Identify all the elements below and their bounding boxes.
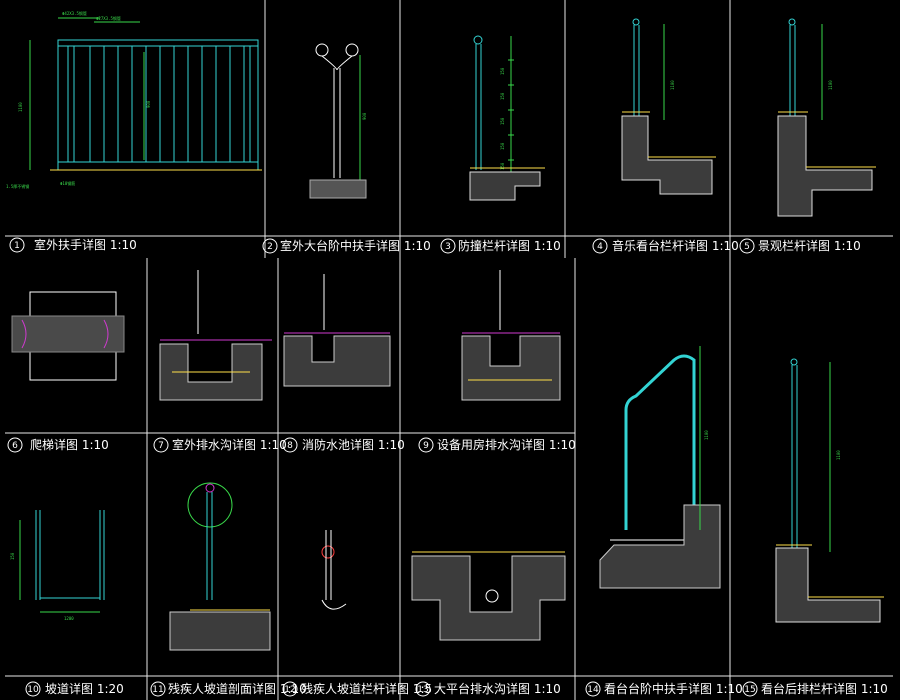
svg-text:150: 150 <box>500 117 505 125</box>
detail-4-bleacher-railing: 1100 <box>621 18 716 195</box>
svg-text:150: 150 <box>500 92 505 100</box>
caption-7: 7 室外排水沟详图 1:10 <box>153 437 287 453</box>
detail-11-accessible-ramp-section <box>169 482 271 651</box>
svg-text:900: 900 <box>146 100 151 108</box>
svg-text:设备用房排水沟详图 1:10: 设备用房排水沟详图 1:10 <box>437 437 576 452</box>
svg-text:1100: 1100 <box>18 102 23 112</box>
svg-text:10: 10 <box>27 685 39 695</box>
caption-12: 12 残疾人坡道栏杆详图 1:5 <box>282 681 432 697</box>
svg-text:15: 15 <box>744 685 755 695</box>
caption-4: 4 音乐看台栏杆详图 1:10 <box>592 238 739 254</box>
svg-text:音乐看台栏杆详图 1:10: 音乐看台栏杆详图 1:10 <box>612 238 739 253</box>
detail-8-fire-pool <box>283 274 391 387</box>
caption-1: 1 室外扶手详图 1:10 <box>9 237 137 253</box>
detail-14-bleacher-step-handrail: 1100 <box>599 346 721 589</box>
detail-12-accessible-ramp-railing <box>321 530 347 610</box>
svg-text:1: 1 <box>14 241 20 251</box>
svg-text:8: 8 <box>287 441 293 451</box>
svg-text:1100: 1100 <box>836 450 841 460</box>
caption-3: 3 防撞栏杆详图 1:10 <box>440 238 561 254</box>
svg-text:150: 150 <box>10 552 15 560</box>
svg-text:Φ27X3.5钢管: Φ27X3.5钢管 <box>96 15 121 21</box>
detail-15-rear-bleacher-railing: 1100 <box>775 358 884 623</box>
caption-13: 13 大平台排水沟详图 1:10 <box>415 681 561 697</box>
svg-text:4: 4 <box>597 242 603 252</box>
svg-text:坡道详图 1:20: 坡道详图 1:20 <box>45 681 124 696</box>
caption-5: 5 景观栏杆详图 1:10 <box>739 238 861 254</box>
svg-text:14: 14 <box>587 685 599 695</box>
svg-text:150: 150 <box>500 142 505 150</box>
detail-3-barrier-railing: 150 150 150 150 150 <box>469 35 545 201</box>
svg-text:900: 900 <box>362 112 367 120</box>
caption-14: 14 看台台阶中扶手详图 1:10 <box>585 681 743 697</box>
svg-text:6: 6 <box>12 441 18 451</box>
caption-11: 11 残疾人坡道剖面详图 1:10 <box>150 681 307 697</box>
svg-text:残疾人坡道栏杆详图 1:5: 残疾人坡道栏杆详图 1:5 <box>301 681 432 696</box>
svg-text:Φ42X3.5钢管: Φ42X3.5钢管 <box>62 10 87 16</box>
svg-text:5: 5 <box>744 242 750 252</box>
svg-text:1100: 1100 <box>670 80 675 90</box>
detail-9-equipment-drain <box>461 270 561 401</box>
detail-6-ladder <box>11 291 125 381</box>
svg-text:1.5厚不锈钢: 1.5厚不锈钢 <box>6 183 29 189</box>
svg-text:3: 3 <box>445 242 451 252</box>
detail-13-platform-drain <box>411 551 566 641</box>
svg-text:1200: 1200 <box>64 616 74 621</box>
svg-text:看台台阶中扶手详图 1:10: 看台台阶中扶手详图 1:10 <box>604 681 743 696</box>
sheet-grid-lines <box>5 0 893 700</box>
svg-text:看台后排栏杆详图 1:10: 看台后排栏杆详图 1:10 <box>761 681 888 696</box>
caption-6: 6 爬梯详图 1:10 <box>7 437 109 453</box>
svg-text:11: 11 <box>152 685 163 695</box>
svg-text:2: 2 <box>267 242 273 252</box>
svg-text:室外排水沟详图 1:10: 室外排水沟详图 1:10 <box>172 437 287 452</box>
detail-2-central-handrail: 900 <box>309 43 367 199</box>
svg-text:大平台排水沟详图 1:10: 大平台排水沟详图 1:10 <box>434 681 561 696</box>
svg-text:景观栏杆详图 1:10: 景观栏杆详图 1:10 <box>758 238 861 253</box>
svg-text:1100: 1100 <box>704 430 709 440</box>
caption-8: 8 消防水池详图 1:10 <box>282 437 405 453</box>
svg-text:残疾人坡道剖面详图 1:10: 残疾人坡道剖面详图 1:10 <box>168 681 307 696</box>
detail-1-railing-elevation: 1100 900 Φ42X3.5钢管 Φ27X3.5钢管 1.5厚不锈钢 Φ10… <box>6 10 262 189</box>
detail-5-landscape-railing: 1100 <box>777 18 876 217</box>
svg-text:150: 150 <box>500 162 505 170</box>
svg-text:Φ10钢筋: Φ10钢筋 <box>60 180 75 186</box>
caption-10: 10 坡道详图 1:20 <box>25 681 124 697</box>
svg-text:13: 13 <box>417 685 428 695</box>
detail-7-outdoor-drain <box>159 270 272 401</box>
detail-10-ramp: 150 1200 <box>10 510 105 621</box>
svg-text:9: 9 <box>423 441 429 451</box>
svg-text:消防水池详图 1:10: 消防水池详图 1:10 <box>302 437 405 452</box>
caption-15: 15 看台后排栏杆详图 1:10 <box>742 681 888 697</box>
svg-text:12: 12 <box>284 685 295 695</box>
svg-text:防撞栏杆详图 1:10: 防撞栏杆详图 1:10 <box>458 238 561 253</box>
svg-text:室外大台阶中扶手详图 1:10: 室外大台阶中扶手详图 1:10 <box>280 238 431 253</box>
svg-text:爬梯详图 1:10: 爬梯详图 1:10 <box>30 437 109 452</box>
caption-9: 9 设备用房排水沟详图 1:10 <box>418 437 576 453</box>
svg-text:1100: 1100 <box>828 80 833 90</box>
svg-text:7: 7 <box>158 441 164 451</box>
svg-text:室外扶手详图 1:10: 室外扶手详图 1:10 <box>34 237 137 252</box>
svg-text:150: 150 <box>500 67 505 75</box>
